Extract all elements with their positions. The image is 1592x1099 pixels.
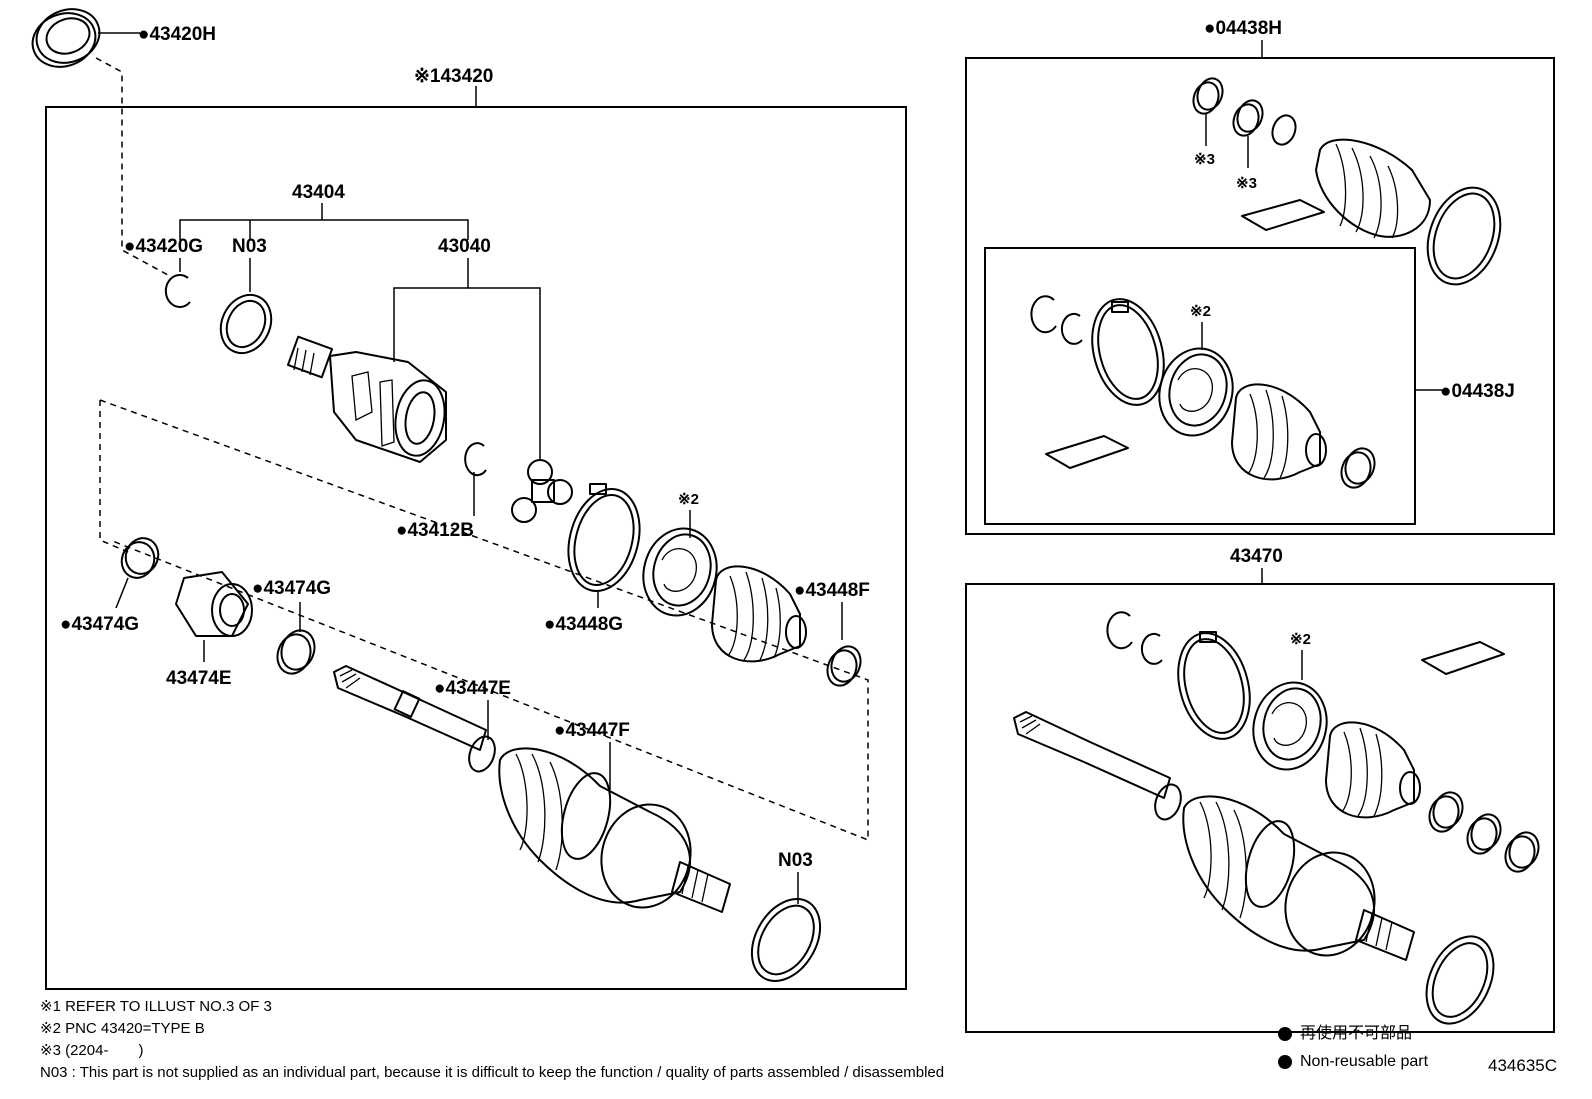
label-04438J: ●04438J	[1440, 381, 1515, 402]
footnote-n03: N03 : This part is not supplied as an in…	[40, 1064, 945, 1081]
legend-row-en: Non-reusable part	[1278, 1048, 1428, 1076]
part-43470-clamp-small-2	[1466, 813, 1502, 855]
label-N03-bottom: N03	[778, 850, 813, 871]
label-04438H: ●04438H	[1204, 18, 1282, 39]
legend-row-jp: 再使用不可部品	[1278, 1020, 1428, 1048]
footnotes: ※1 REFER TO ILLUST NO.3 OF 3 ※2 PNC 4342…	[40, 996, 944, 1084]
part-N03-ring-top	[219, 293, 273, 355]
label-43412B: ●43412B	[396, 520, 474, 541]
part-boot-insert	[642, 527, 718, 617]
label-star2-kit-j: ※2	[1190, 303, 1211, 320]
part-kit-h-clamp-small	[1271, 114, 1297, 146]
part-kit-h-boot	[1315, 138, 1431, 239]
footnote-2: ※2 PNC 43420=TYPE B	[40, 1020, 205, 1037]
label-43474E: 43474E	[166, 668, 232, 689]
legend-label-en: Non-reusable part	[1300, 1053, 1429, 1070]
part-inboard-boot	[711, 565, 807, 663]
part-43420G	[164, 274, 191, 308]
part-N03-ring-bottom	[750, 898, 822, 982]
part-kit-j-snap-2	[1060, 312, 1083, 345]
part-43448G	[567, 483, 641, 592]
part-kit-j-grease	[1045, 435, 1129, 469]
part-43420H	[31, 8, 101, 68]
label-star3-b: ※3	[1236, 175, 1257, 192]
part-kit-j-clamp	[1091, 298, 1165, 406]
part-43470-clamp	[1177, 631, 1251, 740]
label-43448F: ●43448F	[794, 580, 870, 601]
part-kit-j-snap-1	[1030, 295, 1057, 334]
part-kit-h-ring-1	[1192, 77, 1224, 115]
part-43470-snap-2	[1140, 632, 1163, 665]
part-43448F	[826, 645, 862, 687]
part-43412B	[464, 442, 487, 477]
label-43420: ※143420	[414, 66, 493, 87]
label-43420G: ●43420G	[124, 236, 203, 257]
part-43470-boot	[1325, 721, 1421, 819]
label-N03-top: N03	[232, 236, 267, 257]
part-43470-grease	[1421, 641, 1505, 675]
label-43448G: ●43448G	[544, 614, 623, 635]
part-kit-h-grease	[1241, 199, 1325, 231]
part-kit-h-clamp-large	[1426, 186, 1502, 286]
part-kit-j-insert	[1158, 347, 1234, 437]
part-43470-ring-large	[1425, 935, 1495, 1025]
label-43040: 43040	[438, 236, 491, 257]
part-tripod	[511, 459, 573, 523]
assembly-frame-43470	[965, 583, 1555, 1033]
legend: 再使用不可部品 Non-reusable part	[1278, 1020, 1428, 1076]
label-43474G-left: ●43474G	[60, 614, 139, 635]
label-star2-left: ※2	[678, 491, 699, 508]
part-43474E	[175, 571, 253, 637]
illustration-reference: 434635C	[1488, 1056, 1558, 1075]
part-43470-insert	[1252, 681, 1328, 771]
label-43404: 43404	[292, 182, 345, 203]
label-43420H: ●43420H	[138, 24, 216, 45]
part-43470-drive-shaft	[1013, 711, 1415, 961]
footnote-3: ※3 (2204- )	[40, 1042, 144, 1059]
kit-frame-04438H	[965, 57, 1555, 535]
part-43470-clamp-small-1	[1428, 791, 1464, 833]
part-kit-h-ring-2	[1232, 99, 1264, 137]
legend-label-jp: 再使用不可部品	[1300, 1025, 1413, 1042]
part-kit-j-clamp-small	[1340, 447, 1376, 489]
footnote-1: ※1 REFER TO ILLUST NO.3 OF 3	[40, 998, 272, 1015]
label-43447E: ●43447E	[434, 678, 511, 699]
part-outboard-joint	[468, 735, 731, 913]
kit-frame-04438J	[984, 247, 1416, 525]
part-43470-snap-1	[1106, 611, 1133, 650]
part-drive-shaft	[333, 665, 487, 751]
label-43474G-right: ●43474G	[252, 578, 331, 599]
part-43474G-right	[276, 629, 316, 675]
part-43474G-left	[120, 537, 160, 579]
label-43470: 43470	[1230, 546, 1283, 567]
part-inner-joint-housing	[286, 335, 447, 463]
bullet-icon	[1278, 1055, 1292, 1069]
label-star2-43470: ※2	[1290, 631, 1311, 648]
part-43470-ring-small	[1504, 831, 1540, 873]
part-kit-j-boot	[1231, 383, 1327, 481]
label-star3-a: ※3	[1194, 151, 1215, 168]
label-43447F: ●43447F	[554, 720, 630, 741]
bullet-icon	[1278, 1027, 1292, 1041]
